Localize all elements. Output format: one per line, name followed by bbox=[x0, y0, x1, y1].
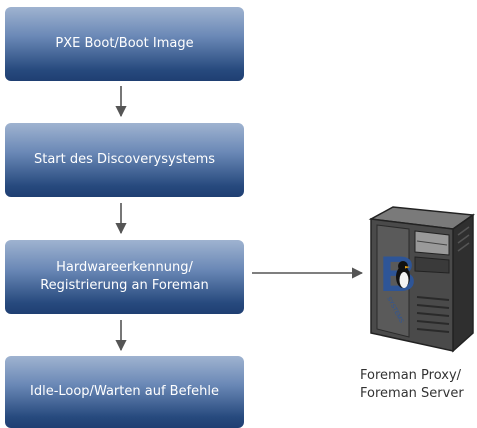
flow-step-pxe-boot: PXE Boot/Boot Image bbox=[5, 7, 244, 81]
flow-step-idle-loop: Idle-Loop/Warten auf Befehle bbox=[5, 356, 244, 428]
flow-step-label: PXE Boot/Boot Image bbox=[55, 36, 194, 51]
flow-step-label: Idle-Loop/Warten auf Befehle bbox=[30, 384, 219, 399]
flow-step-label: Hardwareerkennung/ Registrierung an Fore… bbox=[40, 260, 209, 293]
server-label: Foreman Proxy/ Foreman Server bbox=[360, 368, 464, 401]
flow-step-label: Start des Discoverysystems bbox=[33, 152, 216, 167]
flow-step-hardware-registration: Hardwareerkennung/ Registrierung an Fore… bbox=[5, 240, 244, 314]
flow-step-start-discovery: Start des Discoverysystems bbox=[5, 123, 244, 197]
server-tower-icon: B SYSTEMS bbox=[368, 206, 476, 353]
